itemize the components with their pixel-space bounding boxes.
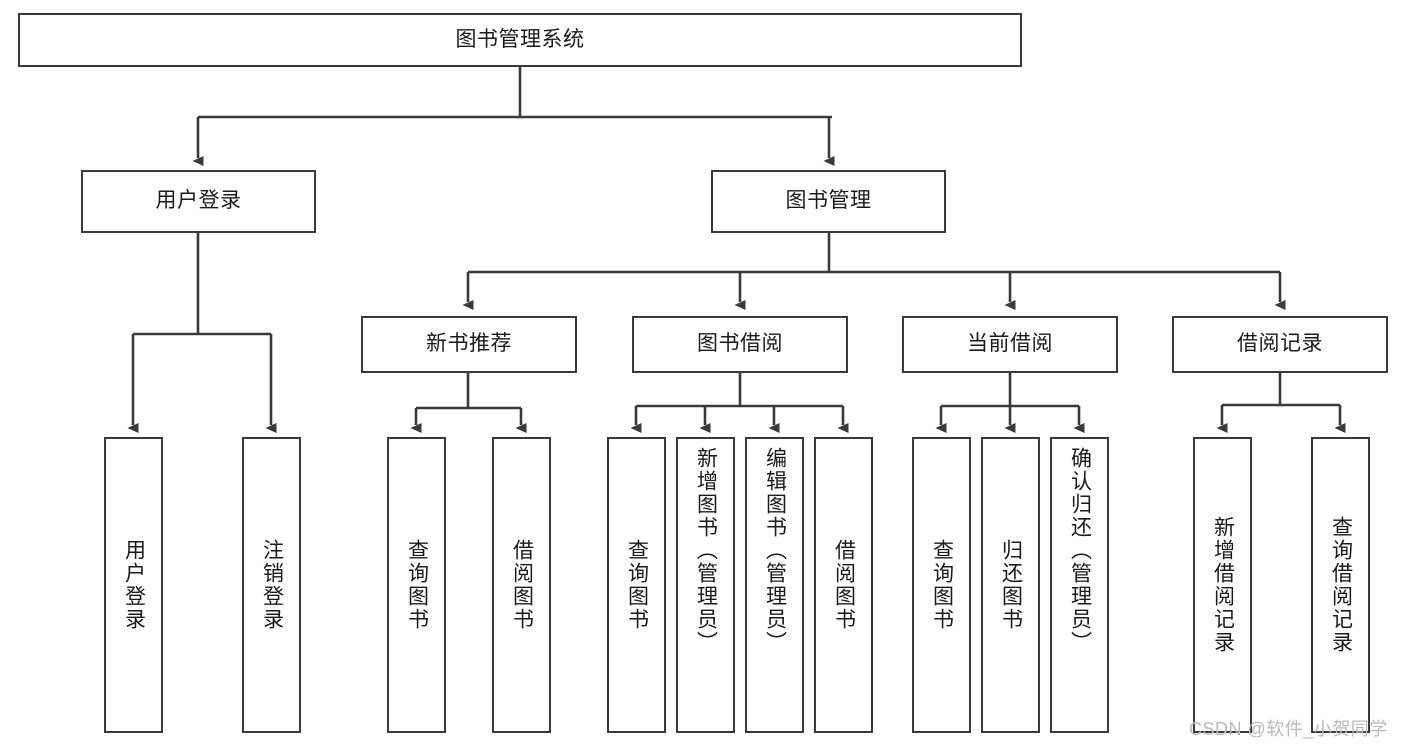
node-book-borrow[interactable]: 图书借阅 <box>632 316 848 373</box>
node-label: 当前借阅 <box>967 332 1053 356</box>
leaf-borrow-records-query-record[interactable]: 查询借阅记录 <box>1311 437 1370 733</box>
node-label: 图书管理系统 <box>455 27 585 51</box>
leaf-current-borrow-return-books[interactable]: 归还图书 <box>981 437 1040 733</box>
csdn-watermark: CSDN @软件_小贺同学 <box>1189 719 1388 739</box>
node-label: 归还图书 <box>999 539 1023 631</box>
node-label: 用户登录 <box>155 189 242 213</box>
leaf-new-book-query-books[interactable]: 查询图书 <box>387 437 446 733</box>
node-label: 编辑图书（管理员） <box>763 447 787 654</box>
leaf-user-login-logout[interactable]: 注销登录 <box>242 437 301 733</box>
node-book-management[interactable]: 图书管理 <box>711 170 946 233</box>
node-label: 图书借阅 <box>697 332 783 356</box>
leaf-current-borrow-confirm-return-admin[interactable]: 确认归还（管理员） <box>1050 437 1109 733</box>
node-root-book-management-system[interactable]: 图书管理系统 <box>18 13 1022 67</box>
leaf-current-borrow-query-books[interactable]: 查询图书 <box>912 437 971 733</box>
node-label: 查询图书 <box>405 539 429 631</box>
leaf-book-borrow-query-books[interactable]: 查询图书 <box>607 437 666 733</box>
node-new-book-recommend[interactable]: 新书推荐 <box>361 316 577 373</box>
node-label: 借阅图书 <box>510 539 534 631</box>
node-label: 新书推荐 <box>426 332 512 356</box>
node-label: 借阅记录 <box>1237 332 1323 356</box>
node-label: 查询图书 <box>930 539 954 631</box>
leaf-user-login-login[interactable]: 用户登录 <box>104 437 163 733</box>
leaf-book-borrow-borrow-books[interactable]: 借阅图书 <box>814 437 873 733</box>
node-label: 新增图书（管理员） <box>694 447 718 654</box>
leaf-book-borrow-add-book-admin[interactable]: 新增图书（管理员） <box>676 437 735 733</box>
node-label: 新增借阅记录 <box>1211 516 1235 654</box>
node-label: 用户登录 <box>122 539 146 631</box>
node-user-login[interactable]: 用户登录 <box>81 170 316 233</box>
leaf-new-book-borrow-books[interactable]: 借阅图书 <box>492 437 551 733</box>
node-label: 图书管理 <box>785 189 872 213</box>
node-label: 查询借阅记录 <box>1329 516 1353 654</box>
leaf-book-borrow-edit-book-admin[interactable]: 编辑图书（管理员） <box>745 437 804 733</box>
leaf-borrow-records-add-record[interactable]: 新增借阅记录 <box>1193 437 1252 733</box>
node-label: 注销登录 <box>260 539 284 631</box>
node-label: 借阅图书 <box>832 539 856 631</box>
node-label: 查询图书 <box>625 539 649 631</box>
node-current-borrow[interactable]: 当前借阅 <box>902 316 1118 373</box>
node-label: 确认归还（管理员） <box>1068 447 1092 654</box>
node-borrow-records[interactable]: 借阅记录 <box>1172 316 1388 373</box>
